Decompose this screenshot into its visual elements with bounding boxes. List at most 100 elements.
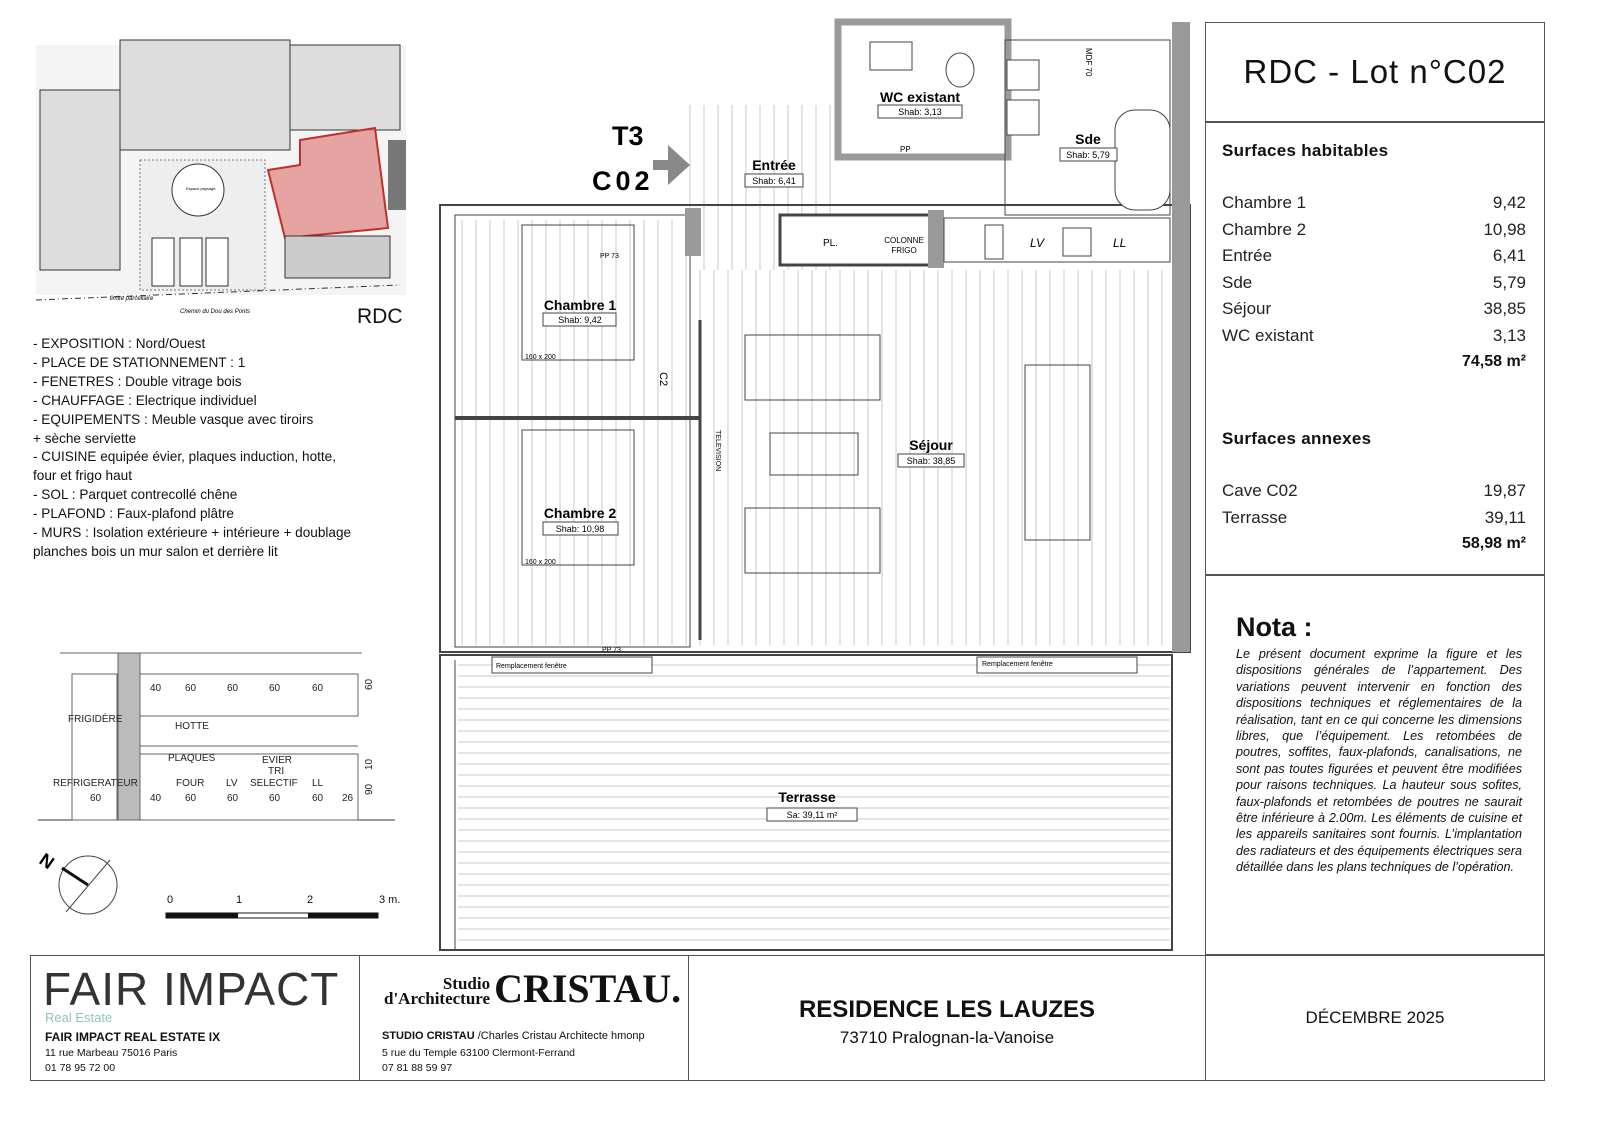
surface-row: Sde 5,79	[1222, 273, 1526, 293]
surfaces-habitables-heading: Surfaces habitables	[1222, 141, 1389, 160]
surface-label: WC existant	[1222, 326, 1314, 345]
site-garden-label: Espace paysagé	[186, 186, 216, 191]
room-name-sde: Sde	[1075, 131, 1101, 147]
architect-logo-line: d'Architecture	[384, 989, 491, 1008]
specs-list: - EXPOSITION : Nord/Ouest - PLACE DE STA…	[33, 335, 411, 562]
ll-label: LL	[1113, 236, 1126, 250]
pp-label: PP	[900, 145, 911, 154]
spec-line: - PLACE DE STATIONNEMENT : 1	[33, 354, 246, 370]
colonne-label: COLONNE	[884, 236, 924, 245]
placard-label: PL.	[823, 238, 838, 249]
surface-label: Cave C02	[1222, 481, 1298, 500]
apartment-walls	[439, 18, 1191, 951]
elev-fridge-top: FRIGIDÈRE	[68, 712, 123, 725]
elev-sink: EVIER	[262, 755, 292, 766]
frigo-label: FRIGO	[891, 246, 916, 255]
elev-vdim: 10	[364, 758, 375, 770]
promoter-phone: 01 78 95 72 00	[45, 1062, 116, 1074]
spec-line: - SOL : Parquet contrecollé chêne	[33, 487, 238, 503]
compass-north-label: N	[36, 849, 58, 873]
mdf-label: MDF 70	[1084, 48, 1093, 77]
room-area-chambre2: Shab: 10,98	[556, 524, 605, 534]
elev-washer: LL	[312, 778, 324, 789]
surface-value: 9,42	[1492, 193, 1526, 212]
elev-dim: 40	[150, 683, 162, 694]
unit-code-label: C02	[592, 166, 654, 196]
site-plan: limite parcellaire Chemin du Dou des Pon…	[35, 39, 406, 315]
elev-sort2: SELECTIF	[250, 778, 298, 789]
room-area-sde: Shab: 5,79	[1066, 150, 1110, 160]
elev-dim: 40	[150, 793, 162, 804]
surface-label: Sde	[1222, 273, 1253, 292]
surface-row: Cave C02 19,87	[1222, 481, 1526, 501]
room-name-chambre1: Chambre 1	[544, 297, 617, 313]
spec-line: - MURS : Isolation extérieure + intérieu…	[33, 525, 352, 541]
unit-type-label: T3	[612, 121, 644, 151]
nota-panel: Nota : Le présent document exprime la fi…	[1205, 575, 1545, 955]
elev-dim: 60	[227, 683, 239, 694]
elev-dishwasher: LV	[226, 778, 238, 789]
elev-vdim: 60	[364, 678, 375, 690]
surface-value: 39,11	[1484, 508, 1526, 527]
room-name-chambre2: Chambre 2	[544, 505, 617, 521]
architect-name: STUDIO CRISTAU	[382, 1030, 475, 1042]
window-replace-label-2: Remplacement fenêtre	[982, 661, 1053, 668]
surface-label: Séjour	[1222, 299, 1272, 318]
promoter-block: FAIR IMPACT Real Estate FAIR IMPACT REAL…	[30, 955, 360, 1081]
elev-dim: 60	[185, 683, 197, 694]
lot-title: RDC - Lot n°C02	[1205, 22, 1545, 122]
room-area-entree: Shab: 6,41	[752, 176, 796, 186]
residence-name: RESIDENCE LES LAUZES	[798, 996, 1096, 1023]
surface-value: 10,98	[1483, 220, 1526, 239]
document-date: DÉCEMBRE 2025	[1305, 1008, 1445, 1027]
surfaces-habitables-total: 74,58 m²	[1461, 353, 1526, 370]
surfaces-annexes-total: 58,98 m²	[1461, 535, 1526, 552]
scale-tick: 3 m.	[379, 894, 400, 906]
architect-phone: 07 81 88 59 97	[382, 1062, 453, 1074]
elev-hob: PLAQUES	[168, 753, 216, 764]
kitchen-elevation: FRIGIDÈRE HOTTE PLAQUES REFRIGERATEUR FO…	[38, 652, 395, 821]
room-area-sejour: Shab: 38,85	[907, 456, 956, 466]
residence-city: 73710 Pralognan-la-Vanoise	[839, 1028, 1055, 1047]
scale-tick: 0	[167, 894, 173, 906]
surface-label: Chambre 1	[1222, 193, 1307, 212]
spec-line: + sèche serviette	[33, 430, 137, 446]
spec-line: - CUISINE equipée évier, plaques inducti…	[33, 449, 337, 465]
elev-sort1: TRI	[268, 766, 284, 777]
surface-value: 19,87	[1483, 481, 1526, 500]
architect-logo-line: Studio	[442, 974, 491, 993]
pp73-top-label: PP 73	[600, 253, 619, 260]
elev-dim: 60	[312, 683, 324, 694]
promoter-name: FAIR IMPACT REAL ESTATE IX	[45, 1030, 221, 1044]
surface-value: 5,79	[1492, 273, 1526, 292]
scale-bar: 0 1 2 3 m.	[165, 894, 400, 919]
surface-value: 6,41	[1492, 246, 1526, 265]
elev-fridge: REFRIGERATEUR	[53, 778, 138, 789]
architect-name-line: STUDIO CRISTAU /Charles Cristau Architec…	[382, 1030, 645, 1042]
north-compass-icon: N	[36, 849, 118, 915]
elev-dim: 60	[227, 793, 239, 804]
promoter-logo-sub: Real Estate	[45, 1010, 113, 1025]
elev-dim: 60	[90, 793, 102, 804]
room-area-terrasse: Sa: 39,11 m²	[787, 810, 838, 820]
closet-c2-label: C2	[657, 372, 669, 386]
promoter-logo: FAIR IMPACT	[43, 963, 340, 1015]
surface-row: Séjour 38,85	[1222, 299, 1526, 319]
surface-label: Terrasse	[1222, 508, 1288, 527]
surface-label: Chambre 2	[1222, 220, 1307, 239]
spec-line: planches bois un mur salon et derrière l…	[33, 543, 278, 559]
plan-labels: T3 C02 WC existant Shab: 3,13 Sde Shab: …	[496, 48, 1126, 820]
tv-label: TELEVISION	[714, 430, 721, 471]
promoter-address: 11 rue Marbeau 75016 Paris	[45, 1047, 178, 1059]
lv-label: LV	[1030, 236, 1045, 250]
surface-value: 38,85	[1483, 299, 1526, 318]
scale-tick: 1	[236, 894, 242, 906]
window-replace-label-1: Remplacement fenêtre	[496, 663, 567, 670]
pp73-bottom-label: PP 73	[602, 647, 621, 654]
elev-dim: 60	[269, 683, 281, 694]
surface-row: Chambre 2 10,98	[1222, 220, 1526, 240]
surface-row: Terrasse 39,11	[1222, 508, 1526, 528]
elev-vdim: 90	[364, 783, 375, 795]
